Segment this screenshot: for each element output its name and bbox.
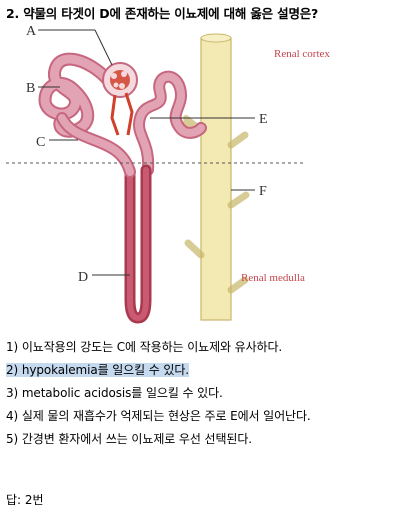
label-b: B xyxy=(26,81,35,96)
option-2: 2) hypokalemia를 일으킬 수 있다. xyxy=(6,361,189,378)
collecting-duct xyxy=(183,33,250,321)
option-2-highlight: 2) hypokalemia를 일으킬 수 있다. xyxy=(6,363,190,377)
distal-tubule xyxy=(133,70,207,176)
label-d: D xyxy=(78,270,88,285)
label-f: F xyxy=(259,184,267,199)
answer-text: 답: 2번 xyxy=(6,493,44,507)
glomerulus xyxy=(102,62,138,136)
proximal-tubule xyxy=(38,52,115,138)
region-cortex-label: Renal cortex xyxy=(274,48,330,60)
label-c: C xyxy=(36,135,45,150)
label-a: A xyxy=(26,24,37,39)
option-3: 3) metabolic acidosis를 일으킬 수 있다. xyxy=(6,386,223,400)
option-1: 1) 이뇨작용의 강도는 C에 작용하는 이뇨제와 유사하다. xyxy=(6,340,283,354)
question-title: 2. 약물의 타겟이 D에 존재하는 이뇨제에 대해 옳은 설명은? xyxy=(6,6,319,21)
option-4: 4) 실제 물의 재흡수가 억제되는 현상은 주로 E에서 일어난다. xyxy=(6,409,311,423)
label-e: E xyxy=(259,112,268,127)
region-medulla-label: Renal medulla xyxy=(241,272,305,284)
nephron-diagram: A B C D E F Renal cortex Renal medulla xyxy=(6,24,330,324)
option-5: 5) 간경변 환자에서 쓰는 이뇨제로 우선 선택된다. xyxy=(6,432,252,446)
loop-of-henle xyxy=(56,112,152,324)
